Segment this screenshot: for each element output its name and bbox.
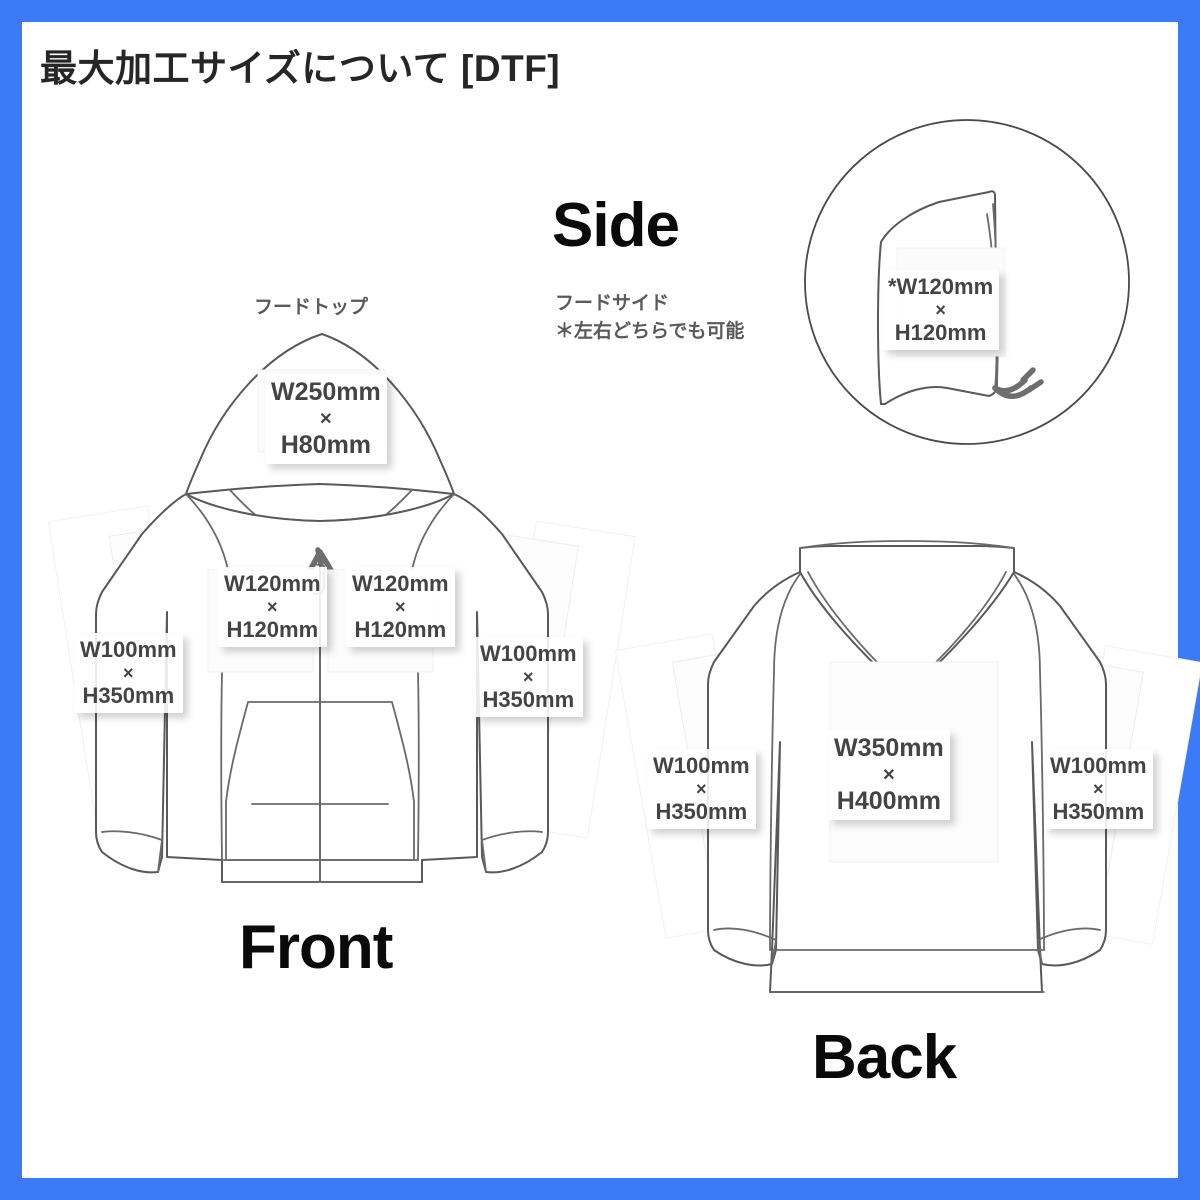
caption-hood-side-line2: ＊左右どちらでも可能 (555, 320, 745, 342)
section-label-back: Back (812, 1023, 957, 1092)
size-w: W100mm (480, 641, 577, 666)
size-h: H400mm (836, 786, 941, 815)
size-separator: × (1093, 778, 1104, 799)
size-h: H120mm (894, 320, 987, 346)
size-label-chest-left: W120mm × H120mm (218, 567, 327, 647)
size-h: H120mm (226, 617, 319, 643)
size-label-back-center: W350mm × H400mm (828, 730, 950, 820)
size-separator: × (395, 596, 406, 617)
size-separator: × (319, 407, 332, 430)
size-separator: × (267, 596, 278, 617)
size-separator: × (696, 778, 707, 799)
size-h: H350mm (82, 683, 175, 709)
page-title: 最大加工サイズについて [DTF] (40, 48, 561, 89)
size-w: W120mm (352, 571, 449, 596)
size-label-chest-right: W120mm × H120mm (346, 567, 455, 647)
size-w: W100mm (1050, 753, 1147, 778)
size-label-sleeve-front-left: W100mm × H350mm (74, 633, 183, 713)
white-panel: 最大加工サイズについて [DTF] (22, 22, 1200, 1178)
size-label-hood-top: W250mm × H80mm (265, 374, 387, 464)
size-separator: × (123, 662, 134, 683)
size-h: H120mm (354, 617, 447, 643)
size-h: H350mm (655, 799, 748, 825)
size-w: *W120mm (888, 274, 994, 299)
size-separator: × (882, 763, 895, 786)
size-h: H80mm (280, 430, 372, 459)
size-w: W100mm (80, 637, 177, 662)
size-w: W120mm (224, 571, 321, 596)
size-label-sleeve-back-right: W100mm × H350mm (1044, 749, 1153, 829)
size-h: H350mm (482, 687, 575, 713)
size-label-sleeve-back-left: W100mm × H350mm (647, 749, 756, 829)
caption-hood-top: フードトップ (254, 297, 369, 318)
size-w: W350mm (834, 734, 944, 762)
section-label-front: Front (239, 913, 393, 982)
size-label-sleeve-front-right: W100mm × H350mm (474, 637, 583, 717)
size-h: H350mm (1052, 799, 1145, 825)
caption-hood-side-line1: フードサイド (555, 293, 670, 314)
size-label-hood-side: *W120mm × H120mm (882, 270, 1000, 350)
caption-hood-side: フードサイド ＊左右どちらでも可能 (555, 290, 744, 345)
section-label-side: Side (552, 191, 680, 260)
size-separator: × (935, 299, 946, 320)
size-w: W250mm (271, 378, 381, 406)
size-w: W100mm (653, 753, 750, 778)
size-separator: × (523, 666, 534, 687)
